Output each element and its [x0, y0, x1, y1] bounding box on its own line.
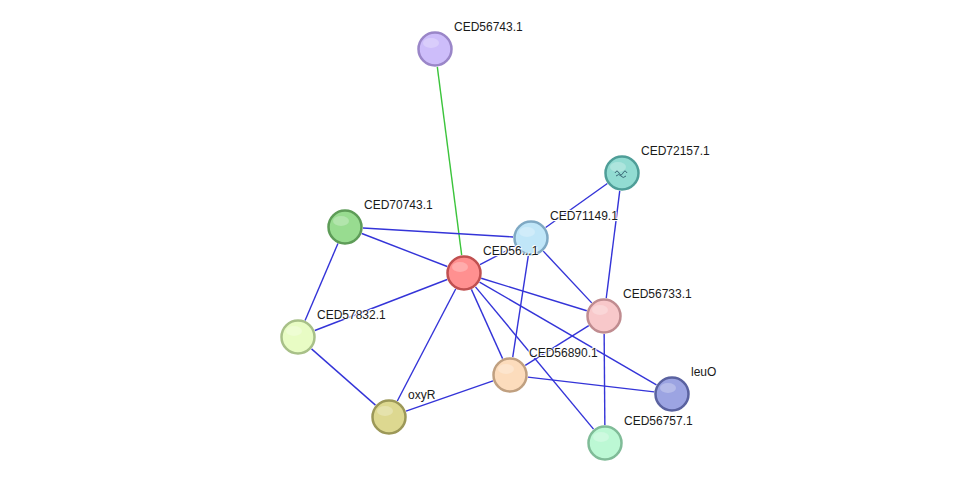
interaction-line: [513, 256, 529, 357]
protein-node: CED72157.1: [604, 155, 640, 191]
node-circle: [492, 357, 528, 393]
node-circle: [586, 298, 622, 334]
node-label: leuO: [691, 365, 716, 379]
interaction-line: [528, 377, 654, 392]
node-highlight: [423, 38, 439, 48]
node-highlight: [377, 406, 393, 416]
structure-glyph: [615, 171, 627, 178]
node-highlight: [660, 383, 676, 393]
interaction-line: [481, 278, 587, 310]
interaction-line: [543, 251, 591, 303]
protein-node: leuO: [654, 376, 690, 412]
node-fill: [494, 359, 527, 392]
protein-node: CED57832.1: [280, 319, 316, 355]
interaction-line: [406, 381, 493, 411]
node-fill: [656, 378, 689, 411]
protein-node: CED56890.1: [492, 357, 528, 393]
node-highlight: [452, 262, 468, 272]
node-circle: [654, 376, 690, 412]
node-circle: [327, 209, 363, 245]
node-label: CED56757.1: [624, 414, 693, 428]
node-fill: [588, 300, 621, 333]
node-highlight: [519, 227, 535, 237]
interaction-line: [606, 191, 620, 298]
node-highlight: [592, 305, 608, 315]
node-label: CED72157.1: [641, 144, 710, 158]
node-label: CED56890.1: [529, 346, 598, 360]
node-label: CED70743.1: [364, 198, 433, 212]
node-circle: [280, 319, 316, 355]
protein-node: CED56743.1: [417, 31, 453, 67]
node-label: CED56...1: [483, 244, 538, 258]
node-circle: [587, 425, 623, 461]
node-label: oxyR: [408, 388, 435, 402]
node-fill: [419, 33, 452, 66]
interaction-line: [397, 289, 455, 401]
protein-node: CED56757.1: [587, 425, 623, 461]
interaction-line: [363, 228, 513, 237]
node-fill: [606, 157, 639, 190]
node-fill: [589, 427, 622, 460]
node-circle: [371, 399, 407, 435]
protein-node: CED56733.1: [586, 298, 622, 334]
interaction-line: [603, 334, 605, 425]
node-fill: [448, 257, 481, 290]
node-label: CED71149.1: [550, 209, 618, 223]
node-highlight: [286, 326, 302, 336]
interaction-line: [362, 233, 447, 266]
node-highlight: [333, 216, 349, 226]
node-label: CED57832.1: [317, 308, 386, 322]
node-circle: [446, 255, 482, 291]
node-label: CED56733.1: [623, 287, 692, 301]
node-circle: [417, 31, 453, 67]
protein-node: CED56...1: [446, 255, 482, 291]
interaction-line: [312, 349, 376, 405]
node-circle: [604, 155, 640, 191]
node-fill: [282, 321, 315, 354]
protein-node: oxyR: [371, 399, 407, 435]
node-highlight: [498, 364, 514, 374]
node-fill: [373, 401, 406, 434]
node-fill: [329, 211, 362, 244]
node-highlight: [593, 432, 609, 442]
protein-node: CED70743.1: [327, 209, 363, 245]
interaction-line: [315, 279, 447, 330]
node-highlight: [610, 162, 626, 172]
interaction-line: [437, 67, 461, 255]
node-label: CED56743.1: [454, 20, 523, 34]
